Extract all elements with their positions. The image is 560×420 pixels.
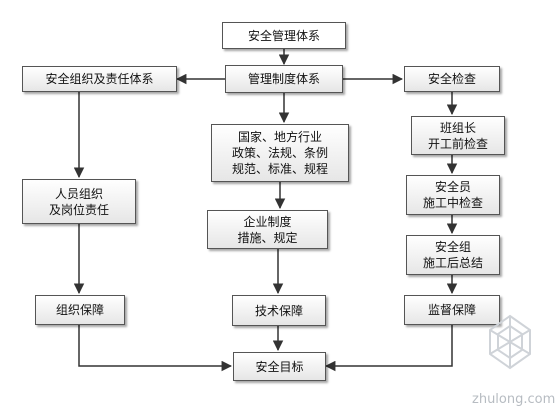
node-label-line: 人员组织: [54, 186, 103, 201]
node-management-rules-system: 管理制度体系: [225, 65, 343, 93]
node-safety-goal: 安全目标: [233, 352, 326, 381]
node-personnel-responsibility: 人员组织及岗位责任: [22, 179, 136, 224]
node-label-line: 班组长: [439, 120, 476, 135]
node-label-line: 企业制度: [243, 214, 292, 229]
node-label-line: 技术保障: [254, 303, 303, 318]
node-safety-organization: 安全组织及责任体系: [22, 66, 177, 92]
node-label-line: 组织保障: [55, 303, 104, 317]
node-label-line: 安全组织及责任体系: [45, 72, 154, 86]
node-safety-management-system: 安全管理体系: [222, 22, 346, 49]
node-label-line: 安全管理体系: [247, 28, 320, 43]
node-label-line: 安全员: [434, 180, 471, 194]
node-label-line: 规范、标准、规程: [231, 162, 328, 176]
node-label-line: 国家、地方行业: [237, 130, 322, 144]
node-technical-guarantee: 技术保障: [232, 295, 326, 326]
watermark-text: zhulong.com: [472, 392, 556, 407]
arrow-orgguarantee-to-goal: [78, 325, 233, 372]
node-laws-and-regulations: 国家、地方行业政策、法规、条例规范、标准、规程: [211, 124, 349, 182]
node-safety-officer-check: 安全员施工中检查: [406, 175, 500, 215]
node-label-line: 施工后总结: [422, 256, 483, 270]
node-safety-team-summary: 安全组施工后总结: [406, 235, 500, 275]
node-label-line: 施工中检查: [422, 196, 483, 210]
node-enterprise-rules: 企业制度措施、规定: [207, 210, 328, 249]
zhulong-logo-icon: [489, 314, 531, 370]
node-safety-inspection: 安全检查: [404, 66, 500, 92]
arrow-supervision-to-goal: [324, 325, 453, 372]
node-label-line: 安全检查: [427, 72, 476, 86]
node-label-line: 监督保障: [427, 303, 476, 317]
node-label-line: 政策、法规、条例: [231, 146, 328, 160]
node-label-line: 措施、规定: [237, 230, 298, 245]
node-organization-guarantee: 组织保障: [35, 295, 125, 325]
node-supervision-guarantee: 监督保障: [404, 295, 500, 325]
node-label-line: 开工前检查: [427, 136, 488, 151]
node-label-line: 安全目标: [255, 359, 304, 374]
node-label-line: 管理制度体系: [247, 72, 320, 86]
node-team-leader-check: 班组长开工前检查: [411, 116, 505, 155]
node-label-line: 及岗位责任: [48, 202, 109, 217]
node-label-line: 安全组: [434, 240, 471, 254]
